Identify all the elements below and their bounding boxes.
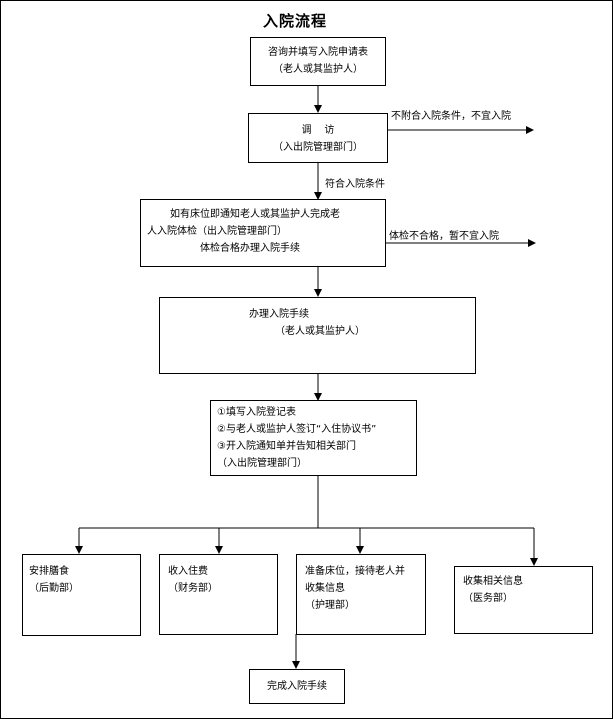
label-not-eligible: 不附合入院条件，不宜入院 xyxy=(391,111,511,122)
step-fees-dept: （财务部） xyxy=(168,583,218,594)
step-apply: 咨询并填写入院申请表 （老人或其监护人） xyxy=(250,37,386,86)
step-register-item-1: ①填写入院登记表 xyxy=(217,407,296,418)
step-interview-text: 调 访 xyxy=(301,125,335,136)
step-interview-role: （入出院管理部门） xyxy=(273,142,363,153)
step-meals-text: 安排膳食 xyxy=(29,566,69,577)
step-bed: 准备床位，接待老人并 收集信息 （护理部） xyxy=(296,554,426,635)
step-procedure-text: 办理入院手续 xyxy=(249,309,309,320)
step-register-role: （入出院管理部门） xyxy=(217,458,307,469)
step-procedure: 办理入院手续 （老人或其监护人） xyxy=(159,297,476,374)
step-meals-dept: （后勤部） xyxy=(29,583,79,594)
step-register-item-3: ③开入院通知单并告知相关部门 xyxy=(217,441,356,452)
step-meals: 安排膳食 （后勤部） xyxy=(22,554,141,636)
step-register-item-2: ②与老人或监护人签订“入住协议书” xyxy=(217,424,377,435)
step-fees: 收入住费 （财务部） xyxy=(159,554,278,635)
diagram-title: 入院流程 xyxy=(262,12,327,30)
step-fees-text: 收入住费 xyxy=(168,566,208,577)
step-apply-text: 咨询并填写入院申请表 xyxy=(268,47,368,58)
step-complete: 完成入院手续 xyxy=(249,669,345,704)
step-info-dept: （医务部） xyxy=(463,593,513,604)
step-register: ①填写入院登记表 ②与老人或监护人签订“入住协议书” ③开入院通知单并告知相关部… xyxy=(210,400,417,476)
label-exam-failed: 体检不合格，暂不宜入院 xyxy=(389,231,499,242)
step-apply-role: （老人或其监护人） xyxy=(273,64,363,75)
step-info: 收集相关信息 （医务部） xyxy=(454,566,593,634)
label-eligible: 符合入院条件 xyxy=(325,179,385,190)
step-bed-text-1: 准备床位，接待老人并 xyxy=(305,566,405,577)
step-notify-text-3: 体检合格办理入院手续 xyxy=(200,243,300,254)
step-bed-dept: （护理部） xyxy=(305,600,355,611)
step-notify-text-2: 人入院体检（出入院管理部门） xyxy=(147,226,287,237)
step-notify-text-1: 如有床位即通知老人或其监护人完成老 xyxy=(170,209,340,220)
step-complete-text: 完成入院手续 xyxy=(267,681,327,692)
step-bed-text-2: 收集信息 xyxy=(305,583,345,594)
step-procedure-role: （老人或其监护人） xyxy=(275,326,365,337)
step-info-text: 收集相关信息 xyxy=(463,576,523,587)
step-interview: 调 访 （入出院管理部门） xyxy=(248,113,388,163)
step-notify: 如有床位即通知老人或其监护人完成老 人入院体检（出入院管理部门） 体检合格办理入… xyxy=(140,199,386,267)
